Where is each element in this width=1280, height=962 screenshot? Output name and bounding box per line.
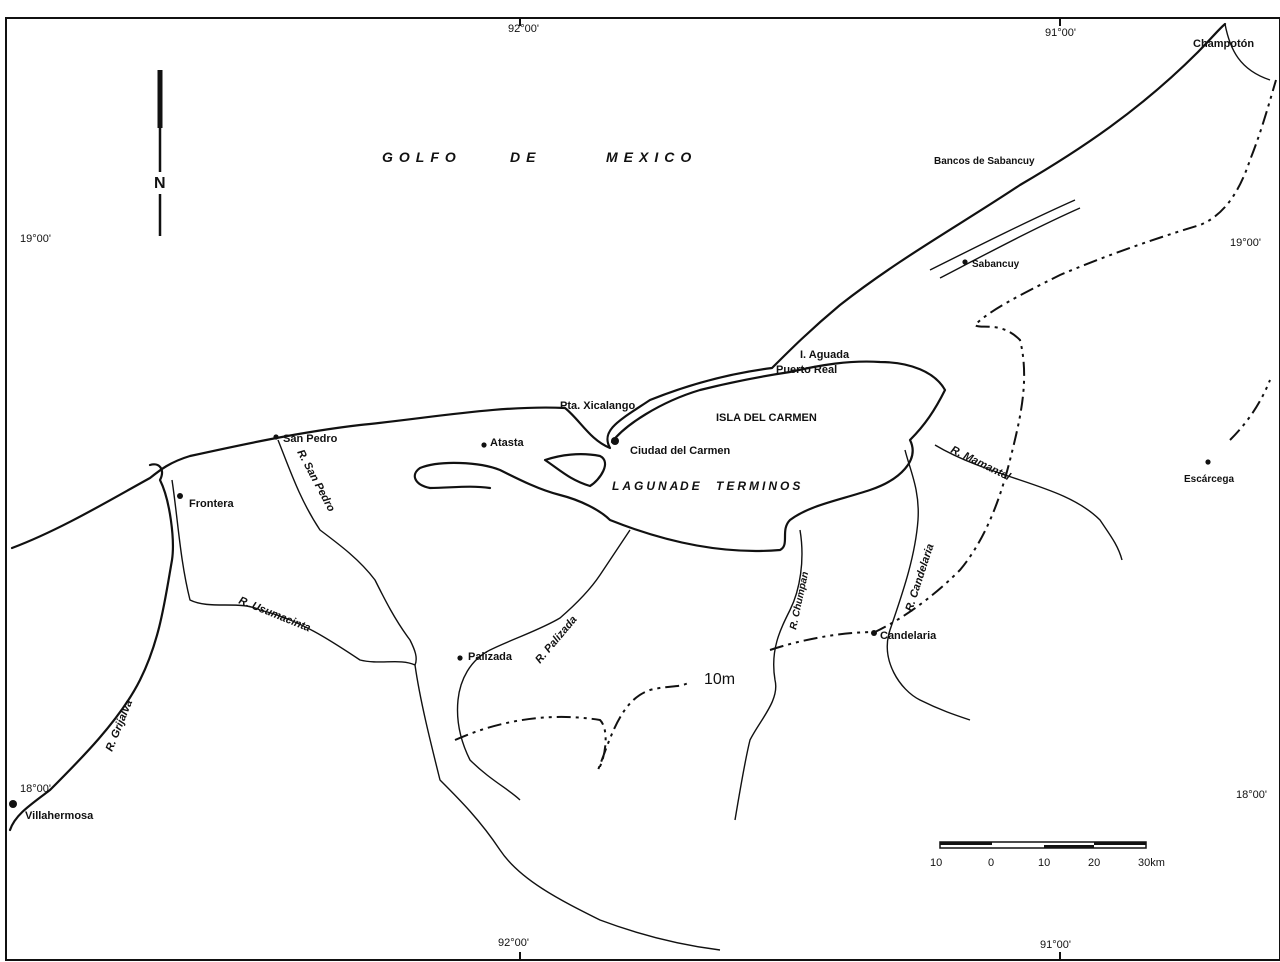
dot-candelaria [871,630,877,636]
river-candelaria [886,449,971,721]
dot-palizada [457,655,463,661]
lagoon-outline [413,360,947,553]
coord-left-19: 19°00' [20,233,51,245]
label-san-pedro: San Pedro [283,433,338,445]
scale-tick-0: 10 [930,857,942,869]
river-usumacinta [171,479,721,951]
contour-east [1229,379,1271,441]
dot-san-pedro [273,434,279,440]
coast-northeast [1224,23,1271,81]
label-bancos: Bancos de Sabancuy [934,156,1035,167]
dot-ciudad-carmen [611,437,619,445]
scale-tick-2: 10 [1038,857,1050,869]
label-candelaria: Candelaria [880,630,937,642]
coord-top-91: 91°00' [1045,27,1076,39]
north-arrow-gap [150,172,170,194]
label-river-palizada: R. Palizada [533,614,580,666]
label-villahermosa: Villahermosa [25,810,94,822]
dot-atasta [481,442,487,448]
label-river-chumpan: R. Chumpan [788,571,811,631]
label-de: DE [510,149,541,165]
map-border [5,17,1280,961]
river-palizada [456,529,631,801]
label-escarcega: Escárcega [1184,474,1234,485]
label-atasta: Atasta [490,437,525,449]
coord-left-18: 18°00' [20,783,51,795]
label-ciudad-carmen: Ciudad del Carmen [630,445,731,457]
scale-tick-3: 20 [1088,857,1100,869]
bancos-line-1 [929,199,1076,271]
label-frontera: Frontera [189,498,235,510]
river-grijalva [8,463,174,832]
label-isla-carmen: ISLA DEL CARMEN [716,412,817,424]
lagoon-south [543,453,607,488]
label-river-usumacinta: R. Usumacinta [237,595,312,635]
north-label: N [154,175,166,192]
river-chumpan [734,529,803,821]
bancos-line-2 [939,207,1081,279]
coord-top-92: 92°00' [508,23,539,35]
label-contour-10m: 10m [704,671,735,688]
label-champoton: Champotón [1193,38,1254,50]
label-terminos: TERMINOS [716,479,803,493]
label-river-candelaria: R. Candelaria [903,542,936,613]
label-mexico: MEXICO [606,149,697,165]
coord-right-19: 19°00' [1230,237,1261,249]
coord-bottom-92: 92°00' [498,937,529,949]
scale-tick-4: 30km [1138,857,1165,869]
label-river-san-pedro: R. San Pedro [294,448,337,514]
label-laguna: LAGUNA [612,479,681,493]
label-river-mamantel: R. Mamantel [949,444,1013,484]
river-san-pedro [277,439,417,666]
coastline [10,22,1227,550]
dot-frontera [177,493,183,499]
scale-tick-1: 0 [988,857,994,869]
label-xicalango: Pta. Xicalango [560,400,635,412]
coord-right-18: 18°00' [1236,789,1267,801]
label-de2: DE [680,479,703,493]
river-mamantel [934,444,1123,561]
coord-bottom-91: 91°00' [1040,939,1071,951]
contour-10m [454,79,1277,771]
dot-sabancuy [962,259,968,265]
dot-escarcega [1205,459,1211,465]
label-aguada: I. Aguada [800,349,850,361]
scale-bar: 10 0 10 20 30km [930,841,1165,869]
label-palizada: Palizada [468,651,513,663]
label-puerto-real: Puerto Real [776,364,837,376]
label-golfo: GOLFO [382,149,462,165]
dot-villahermosa [9,800,17,808]
label-sabancuy: Sabancuy [972,259,1020,270]
